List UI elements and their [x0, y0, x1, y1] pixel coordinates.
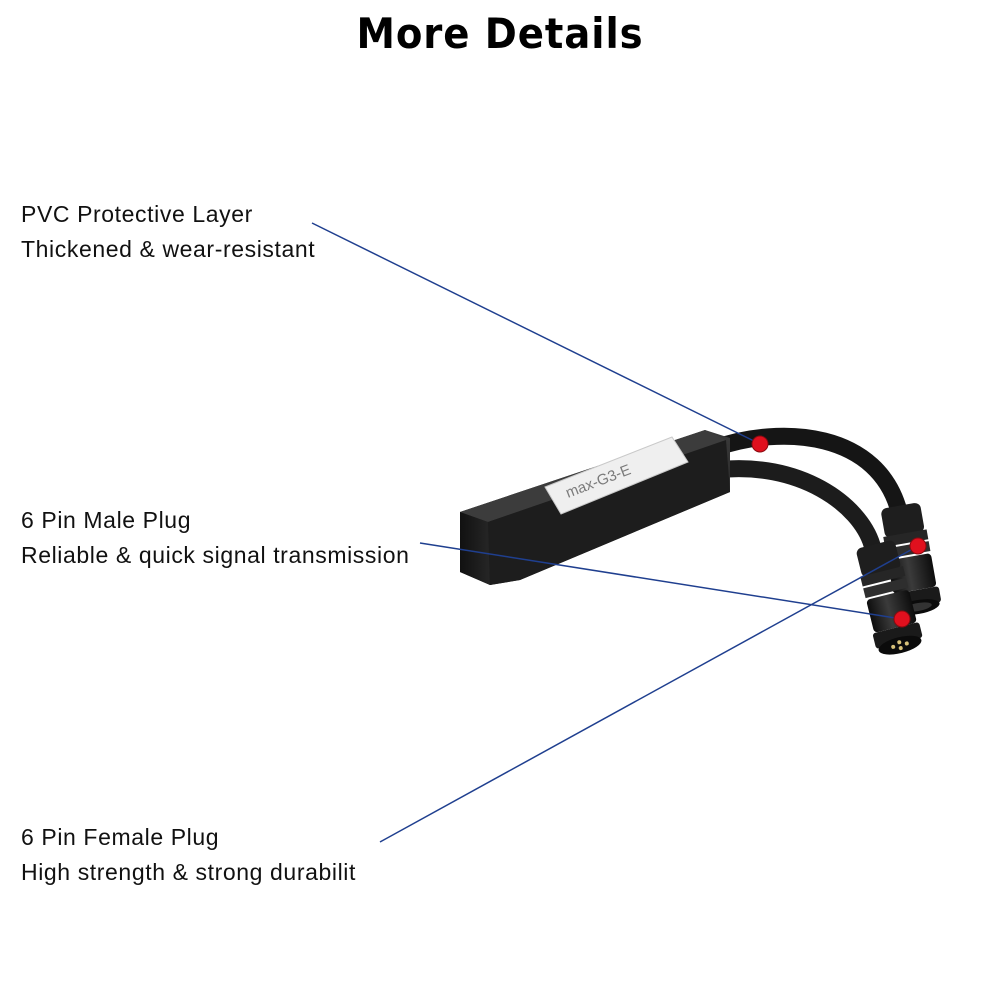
leader-line-pvc — [311, 222, 761, 445]
module-body: max-G3-E — [460, 430, 730, 585]
callout-heading: 6 Pin Female Plug — [21, 824, 220, 850]
callout-heading: PVC Protective Layer — [21, 201, 253, 227]
callout-description: Thickened & wear-resistant — [21, 236, 316, 262]
cable-group — [706, 427, 909, 554]
page-title: More Details — [356, 9, 644, 58]
callout-male-plug: 6 Pin Male Plug Reliable & quick signal … — [21, 503, 410, 573]
marker-dot-male — [893, 610, 911, 628]
callout-heading: 6 Pin Male Plug — [21, 507, 192, 533]
cable-lower — [706, 460, 881, 554]
callout-description: Reliable & quick signal transmission — [21, 542, 410, 568]
callout-pvc-protective-layer: PVC Protective Layer Thickened & wear-re… — [21, 197, 315, 267]
callout-female-plug: 6 Pin Female Plug High strength & strong… — [21, 820, 356, 890]
leader-lines — [311, 222, 919, 843]
marker-dot-female — [909, 537, 927, 555]
marker-dot-pvc — [751, 435, 769, 453]
marker-dots — [751, 435, 927, 628]
leader-line-female — [379, 545, 919, 843]
cable-upper — [706, 427, 909, 524]
callout-description: High strength & strong durabilit — [21, 859, 356, 885]
leader-line-male — [419, 542, 903, 620]
